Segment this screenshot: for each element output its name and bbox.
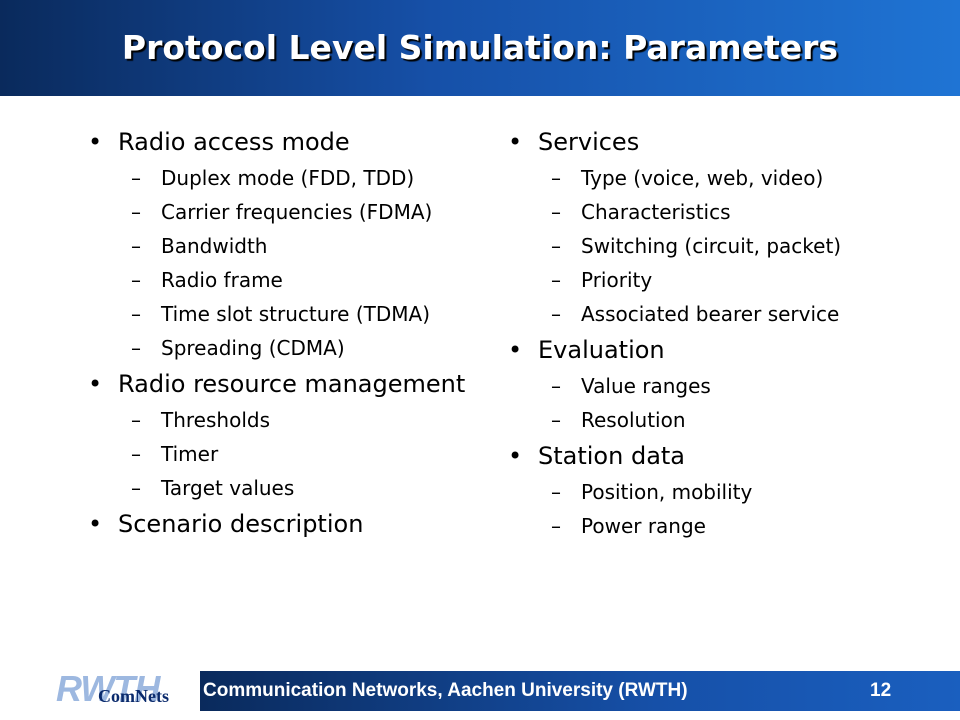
sub-bullet: Power range [508,513,928,539]
sub-bullet: Bandwidth [88,233,498,259]
sub-bullet: Timer [88,441,498,467]
title-bar [0,0,960,96]
footer-bar [200,671,960,711]
rwth-comnets-logo: RWTH ComNets [56,668,196,710]
sub-bullet: Associated bearer service [508,301,871,327]
sub-bullet: Spreading (CDMA) [88,335,498,361]
left-column: Radio access mode Duplex mode (FDD, TDD)… [88,119,498,539]
sub-bullet: Value ranges [508,373,928,399]
sub-bullet: Position, mobility [508,479,928,505]
sub-bullet: Type (voice, web, video) [508,165,928,191]
sub-bullet: Priority [508,267,928,293]
logo-comnets-text: ComNets [98,686,169,706]
sub-bullet: Duplex mode (FDD, TDD) [88,165,498,191]
bullet-radio-access-mode: Radio access mode [88,127,498,157]
footer-text: Communication Networks, Aachen Universit… [203,680,688,701]
page-number: 12 [870,680,892,701]
right-column: Services Type (voice, web, video) Charac… [508,119,928,539]
bullet-scenario-description: Scenario description [88,509,498,539]
sub-bullet: Resolution [508,407,928,433]
slide-title: Protocol Level Simulation: Parameters [121,28,839,67]
sub-bullet: Thresholds [88,407,498,433]
sub-bullet: Characteristics [508,199,928,225]
bullet-station-data: Station data [508,441,928,471]
sub-bullet: Radio frame [88,267,498,293]
sub-bullet: Carrier frequencies (FDMA) [88,199,498,225]
bullet-services: Services [508,127,928,157]
logo-rwth-text: RWTH [56,668,160,709]
bullet-radio-resource-management: Radio resource management [88,369,498,399]
sub-bullet: Time slot structure (TDMA) [88,301,498,327]
sub-bullet: Target values [88,475,498,501]
sub-bullet: Switching (circuit, packet) [508,233,881,259]
bullet-evaluation: Evaluation [508,335,928,365]
